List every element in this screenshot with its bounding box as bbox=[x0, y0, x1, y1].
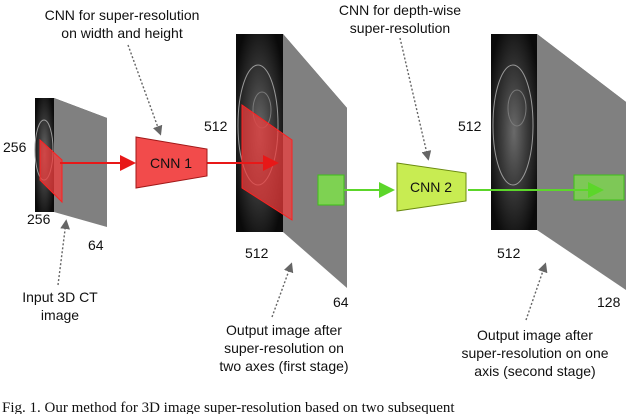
pointer-stage1 bbox=[271, 262, 294, 318]
input-desc-line2: image bbox=[41, 307, 79, 323]
cnn2-trapezoid bbox=[396, 162, 467, 212]
stage1-volume-side bbox=[283, 34, 347, 288]
stage2-desc-line1: Output image after bbox=[477, 327, 593, 343]
input-height-label: 256 bbox=[3, 139, 27, 155]
stage2-depth-label: 128 bbox=[597, 294, 621, 310]
stage1-height-label: 512 bbox=[204, 118, 228, 134]
stage1-desc-line1: Output image after bbox=[226, 322, 342, 338]
stage2-desc-line3: axis (second stage) bbox=[474, 363, 595, 379]
stage2-volume bbox=[491, 34, 626, 290]
stage2-desc-line2: super-resolution on one bbox=[461, 345, 608, 361]
stage2-volume-side bbox=[537, 34, 626, 290]
cnn1-desc-line2: on width and height bbox=[61, 25, 183, 41]
stage2-scan-detail bbox=[507, 89, 527, 127]
input-red-slice bbox=[39, 138, 63, 204]
input-width-label: 256 bbox=[27, 211, 51, 227]
pointer-cnn2 bbox=[399, 37, 432, 161]
stage2-width-label: 512 bbox=[497, 245, 521, 261]
cnn2-desc-line1: CNN for depth-wise bbox=[339, 2, 461, 18]
stage1-desc-line3: two axes (first stage) bbox=[219, 358, 348, 374]
stage2-volume-front bbox=[491, 34, 537, 230]
cnn1-block: CNN 1 bbox=[135, 136, 208, 189]
stage1-width-label: 512 bbox=[245, 245, 269, 261]
pointer-stage2 bbox=[525, 262, 548, 321]
pointer-cnn1 bbox=[127, 44, 163, 136]
figure-caption: Fig. 1. Our method for 3D image super-re… bbox=[2, 400, 455, 414]
input-desc-line1: Input 3D CT bbox=[22, 289, 98, 305]
cnn2-label: CNN 2 bbox=[410, 179, 452, 195]
stage1-desc-line2: super-resolution on bbox=[224, 340, 344, 356]
stage2-scan-body bbox=[492, 64, 534, 186]
stage1-green-slice bbox=[317, 174, 345, 206]
cnn2-desc-line2: super-resolution bbox=[350, 20, 450, 36]
cnn1-desc-line1: CNN for super-resolution bbox=[45, 7, 200, 23]
cnn1-trapezoid bbox=[135, 136, 208, 189]
pointer-input bbox=[57, 219, 70, 286]
input-depth-label: 64 bbox=[88, 237, 104, 253]
stage2-green-slab bbox=[573, 174, 625, 201]
cnn1-label: CNN 1 bbox=[150, 155, 192, 171]
stage1-depth-label: 64 bbox=[333, 294, 349, 310]
stage2-height-label: 512 bbox=[458, 118, 482, 134]
cnn2-block: CNN 2 bbox=[396, 162, 467, 212]
